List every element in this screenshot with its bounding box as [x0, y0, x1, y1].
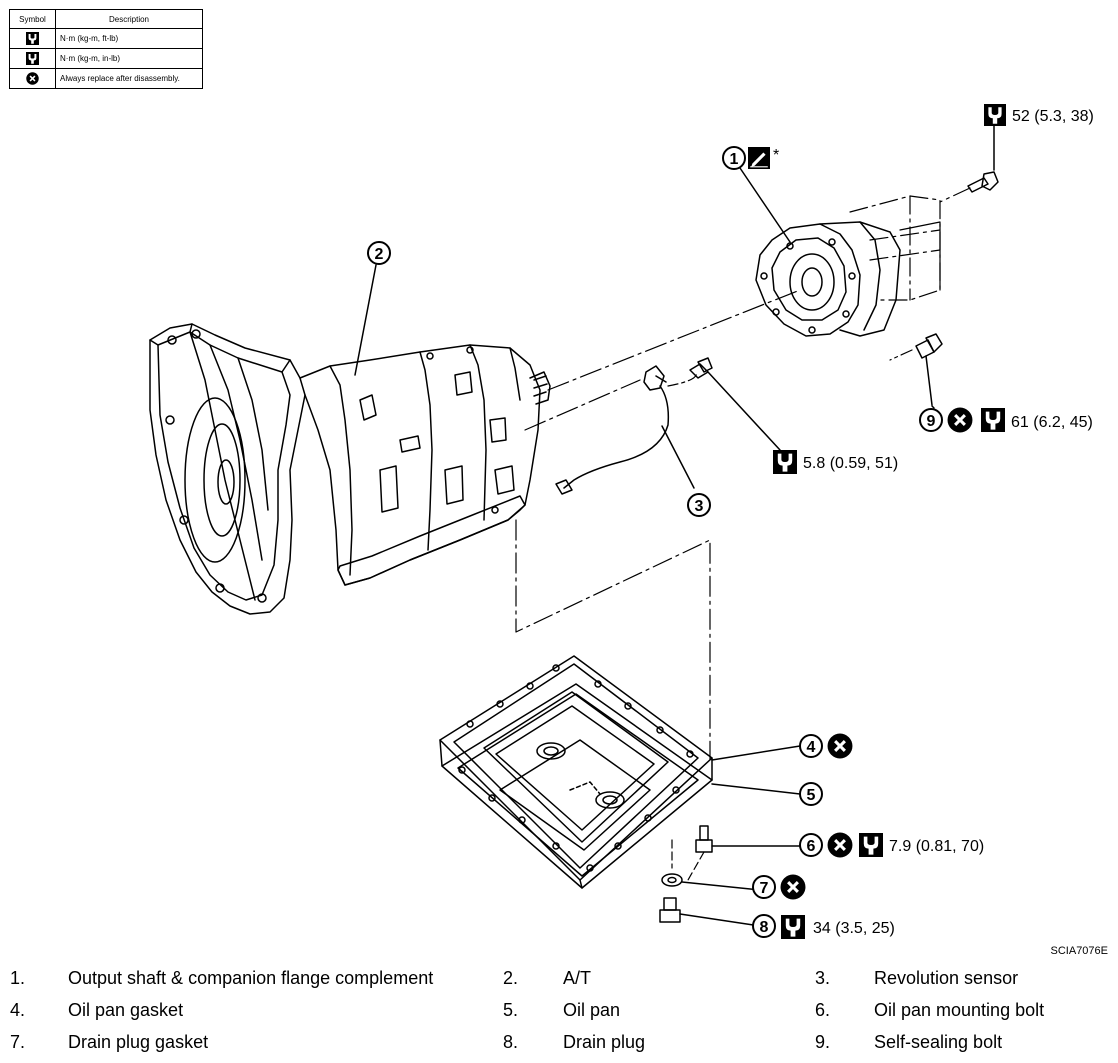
- callout-7: 7: [760, 880, 769, 897]
- legend-table: Symbol Description N·m (kg-m, ft-lb) N·m…: [9, 9, 203, 89]
- part-number: 7.: [10, 1032, 26, 1052]
- callout-6: 6: [807, 838, 816, 855]
- part-number: 9.: [815, 1032, 831, 1052]
- pan-bolt-drawing: [687, 825, 801, 881]
- callout-1-asterisk: *: [773, 147, 779, 164]
- torque-wrench-icon: [984, 104, 1006, 126]
- parts-row: 4. Oil pan gasket 5. Oil pan 6. Oil pan …: [0, 1000, 1118, 1024]
- sealant-icon: [748, 147, 770, 169]
- drawing-code: SCIA7076E: [1050, 945, 1108, 957]
- callout-9: 9: [927, 413, 936, 430]
- part-number: 3.: [815, 968, 831, 988]
- part-name: Revolution sensor: [874, 968, 1019, 988]
- torque-wrench-inlb-icon: [773, 450, 797, 474]
- part-number: 1.: [10, 968, 26, 988]
- part-number: 4.: [10, 1000, 26, 1020]
- callout-3: 3: [695, 498, 704, 515]
- replace-x-icon: [827, 832, 853, 858]
- part-name: Oil pan gasket: [68, 1000, 184, 1020]
- bolt-52-drawing: [939, 125, 999, 203]
- parts-row: 7. Drain plug gasket 8. Drain plug 9. Se…: [0, 1032, 1118, 1056]
- part-number: 6.: [815, 1000, 831, 1020]
- oil-pan-drawing: [439, 655, 713, 889]
- part-number: 8.: [503, 1032, 519, 1052]
- replace-x-icon: [827, 733, 853, 759]
- part-name: Output shaft & companion flange compleme…: [68, 968, 434, 988]
- part-number: 2.: [503, 968, 519, 988]
- callout-2: 2: [375, 246, 384, 263]
- callout-5: 5: [807, 787, 816, 804]
- replace-x-icon: [947, 407, 973, 433]
- callout-8: 8: [760, 919, 769, 936]
- torque-52: 52 (5.3, 38): [1012, 108, 1094, 125]
- parts-row: 1. Output shaft & companion flange compl…: [0, 968, 1118, 992]
- torque-wrench-inlb-icon: [859, 833, 883, 857]
- torque-wrench-icon: [781, 915, 805, 939]
- part-number: 5.: [503, 1000, 519, 1020]
- replace-x-icon: [780, 874, 806, 900]
- part-name: A/T: [563, 968, 592, 988]
- drain-plug-drawing: [659, 897, 761, 927]
- part-name: Oil pan: [563, 1000, 621, 1020]
- torque-wrench-icon: [981, 408, 1005, 432]
- exploded-diagram: 1 * 2 3 52 (5.3, 38) 9 61 (6.2, 45) 5.8 …: [149, 104, 1094, 939]
- torque-5-8: 5.8 (0.59, 51): [803, 455, 898, 472]
- torque-7-9: 7.9 (0.81, 70): [889, 838, 984, 855]
- legend-desc-replace: Always replace after disassembly.: [55, 68, 203, 89]
- torque-61: 61 (6.2, 45): [1011, 414, 1093, 431]
- drain-gasket-drawing: [661, 839, 761, 891]
- part-name: Self-sealing bolt: [874, 1032, 1003, 1052]
- part-name: Drain plug gasket: [68, 1032, 209, 1052]
- output-flange-drawing: [755, 195, 941, 337]
- transmission-drawing: [149, 323, 551, 615]
- part-name: Drain plug: [563, 1032, 646, 1052]
- part-name: Oil pan mounting bolt: [874, 1000, 1045, 1020]
- torque-34: 34 (3.5, 25): [813, 920, 895, 937]
- callout-4: 4: [807, 739, 816, 756]
- revolution-sensor-drawing: [555, 357, 781, 495]
- bolt-61-drawing: [889, 333, 943, 406]
- callout-1: 1: [730, 151, 739, 168]
